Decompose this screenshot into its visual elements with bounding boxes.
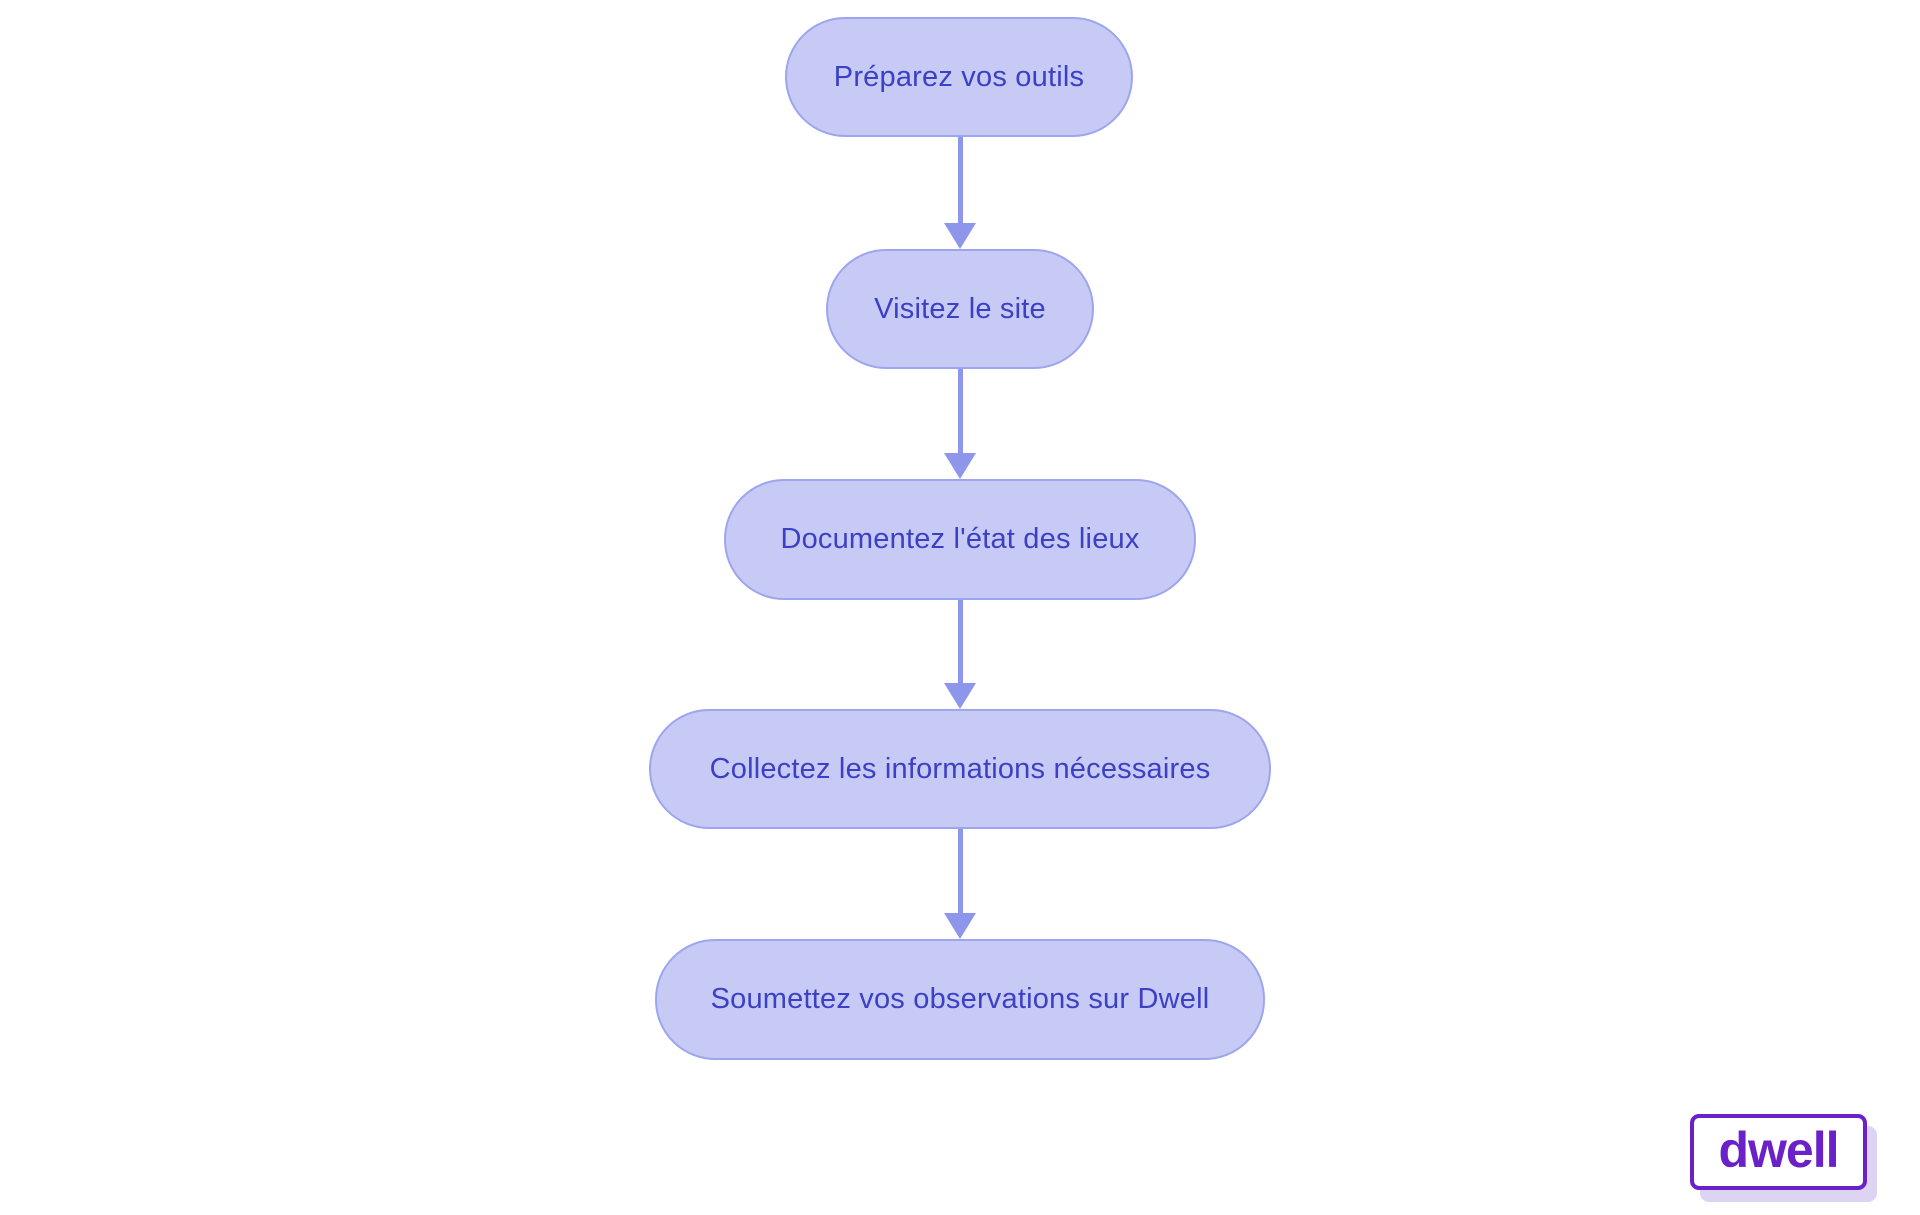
dwell-logo: dwell [1690,1114,1867,1190]
flow-node-label: Collectez les informations nécessaires [709,752,1211,785]
flow-arrow-3 [944,600,976,709]
arrow-head-icon [944,453,976,479]
arrow-head-icon [944,683,976,709]
flow-arrow-1 [944,137,976,249]
dwell-logo-text: dwell [1718,1122,1839,1178]
flow-node-submit-observations: Soumettez vos observations sur Dwell [655,939,1265,1060]
flow-node-collect-info: Collectez les informations nécessaires [649,709,1271,829]
flow-arrow-4 [944,829,976,939]
flow-node-label: Documentez l'état des lieux [780,523,1140,556]
arrow-head-icon [944,223,976,249]
flow-node-visit-site: Visitez le site [826,249,1094,369]
flow-arrow-2 [944,369,976,479]
arrow-head-icon [944,913,976,939]
flow-node-prepare-tools: Préparez vos outils [785,17,1133,137]
arrow-line [957,137,963,223]
flow-node-label: Soumettez vos observations sur Dwell [710,983,1210,1016]
flow-node-document-state: Documentez l'état des lieux [724,479,1196,600]
arrow-line [957,369,963,453]
arrow-line [957,829,963,913]
flow-node-label: Préparez vos outils [833,60,1085,93]
flow-node-label: Visitez le site [874,292,1046,325]
arrow-line [957,600,963,683]
